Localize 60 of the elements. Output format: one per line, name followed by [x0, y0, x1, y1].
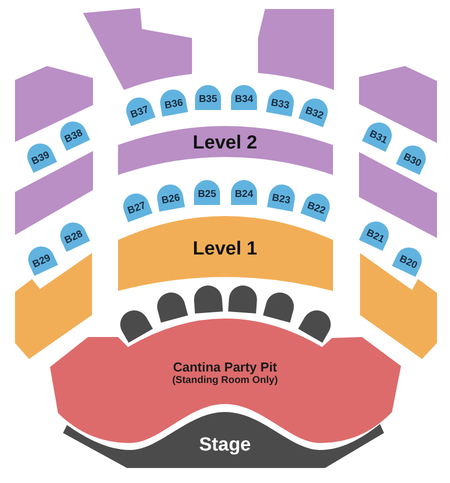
stage	[63, 412, 384, 468]
booth	[231, 180, 257, 204]
booth	[27, 143, 58, 173]
seating-section	[360, 253, 437, 359]
seating-section	[83, 8, 192, 90]
booth-number: B34	[234, 95, 254, 105]
booth-number: B39	[30, 150, 52, 168]
booth	[228, 285, 257, 314]
stage-label: Stage	[199, 436, 251, 454]
booth	[28, 246, 59, 276]
booth-number: B20	[397, 254, 418, 272]
booth-number: B21	[364, 228, 386, 246]
booth	[267, 184, 295, 212]
booth	[298, 310, 331, 343]
section-name: Level 2	[192, 134, 258, 152]
booth-number: B26	[160, 193, 180, 206]
seating-section	[15, 253, 92, 359]
booth	[60, 222, 91, 252]
booth	[395, 145, 426, 175]
booth	[300, 193, 330, 223]
booth	[157, 184, 185, 212]
section-note: (Standing Room Only)	[172, 376, 278, 386]
booth-number: B31	[367, 129, 388, 146]
booth	[358, 221, 389, 251]
booth-number: B25	[198, 190, 216, 200]
booth-number: B28	[64, 229, 85, 246]
seating-section	[15, 66, 93, 142]
booth-number: B22	[306, 200, 326, 217]
booth	[266, 89, 294, 117]
booth-number: B36	[164, 98, 184, 112]
booth	[361, 122, 392, 152]
seating-section	[258, 9, 334, 90]
booth	[194, 180, 220, 204]
seating-section	[118, 126, 333, 175]
booth	[60, 121, 91, 151]
booth	[126, 97, 156, 127]
booth-number: B35	[198, 95, 218, 105]
booth-number: B30	[401, 152, 422, 170]
booth	[231, 84, 257, 110]
booth	[298, 98, 328, 128]
booth	[195, 84, 221, 110]
booth-number: B29	[32, 253, 53, 270]
booth-number: B37	[130, 104, 150, 121]
section-name: Cantina Party Pit	[172, 360, 278, 374]
booth	[391, 247, 422, 277]
booth	[123, 193, 153, 223]
booth-number: B23	[272, 193, 292, 206]
booth	[194, 285, 223, 314]
booth-number: B38	[64, 128, 85, 146]
booth	[157, 292, 189, 323]
booth	[262, 292, 294, 323]
booth-number: B27	[126, 200, 148, 217]
booth-number: B33	[270, 98, 290, 112]
booth-number: B32	[304, 106, 324, 122]
section-name: Level 1	[192, 240, 258, 258]
booth	[120, 310, 153, 343]
booth-number: B24	[234, 190, 254, 200]
seating-section	[359, 66, 437, 143]
booth	[160, 89, 188, 117]
seating-section	[118, 216, 333, 291]
